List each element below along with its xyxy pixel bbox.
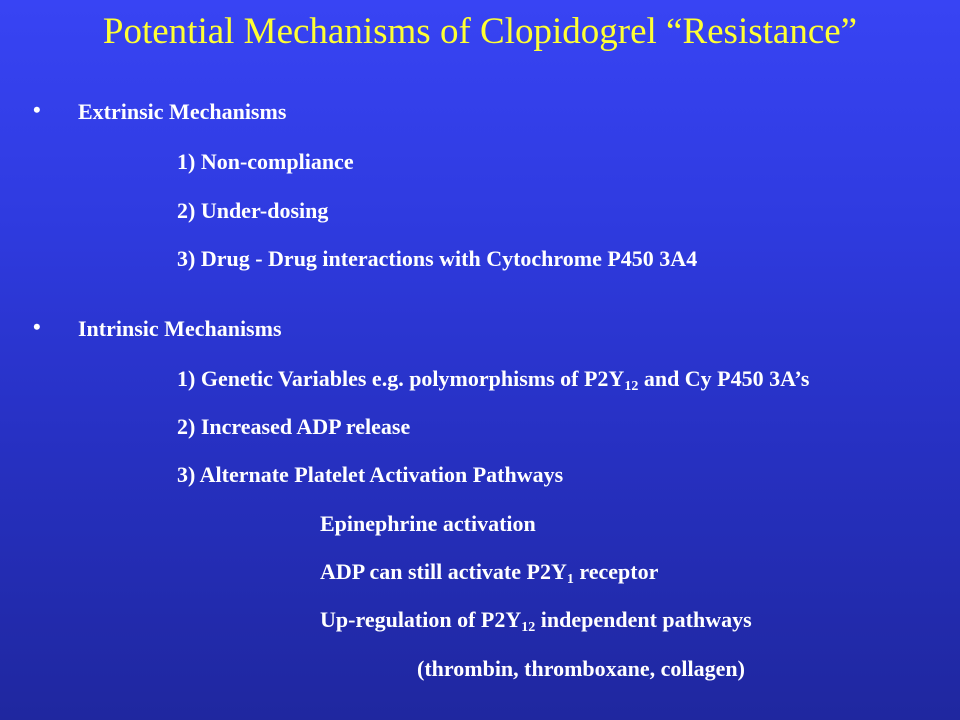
bullet-extrinsic: •: [33, 97, 41, 122]
intrinsic-heading: Intrinsic Mechanisms: [78, 316, 282, 341]
pathway-upregulation-text-end: independent pathways: [535, 607, 752, 632]
intrinsic-item-1-subscript: 12: [624, 379, 639, 394]
intrinsic-item-2: 2) Increased ADP release: [177, 414, 411, 439]
pathway-upregulation: Up-regulation of P2Y12 independent pathw…: [320, 607, 752, 635]
pathway-adp-text-end: receptor: [573, 559, 659, 584]
pathway-upregulation-text: Up-regulation of P2Y: [320, 607, 522, 632]
intrinsic-item-3: 3) Alternate Platelet Activation Pathway…: [177, 462, 564, 487]
pathway-adp-text: ADP can still activate P2Y: [320, 559, 567, 584]
pathway-epinephrine: Epinephrine activation: [320, 511, 536, 536]
extrinsic-item-2: 2) Under-dosing: [177, 198, 329, 223]
extrinsic-heading: Extrinsic Mechanisms: [78, 99, 287, 124]
slide-title: Potential Mechanisms of Clopidogrel “Res…: [102, 11, 858, 52]
pathway-examples: (thrombin, thromboxane, collagen): [417, 656, 745, 681]
pathway-adp: ADP can still activate P2Y1 receptor: [320, 559, 659, 587]
extrinsic-item-1: 1) Non-compliance: [177, 149, 354, 174]
intrinsic-item-1-text-end: and Cy P450 3A’s: [638, 366, 810, 391]
bullet-intrinsic: •: [33, 314, 41, 339]
intrinsic-item-1: 1) Genetic Variables e.g. polymorphisms …: [177, 366, 810, 394]
extrinsic-item-3: 3) Drug - Drug interactions with Cytochr…: [177, 246, 698, 271]
pathway-adp-subscript: 1: [566, 572, 574, 587]
intrinsic-item-1-text: 1) Genetic Variables e.g. polymorphisms …: [177, 366, 625, 391]
pathway-upregulation-subscript: 12: [521, 620, 536, 635]
